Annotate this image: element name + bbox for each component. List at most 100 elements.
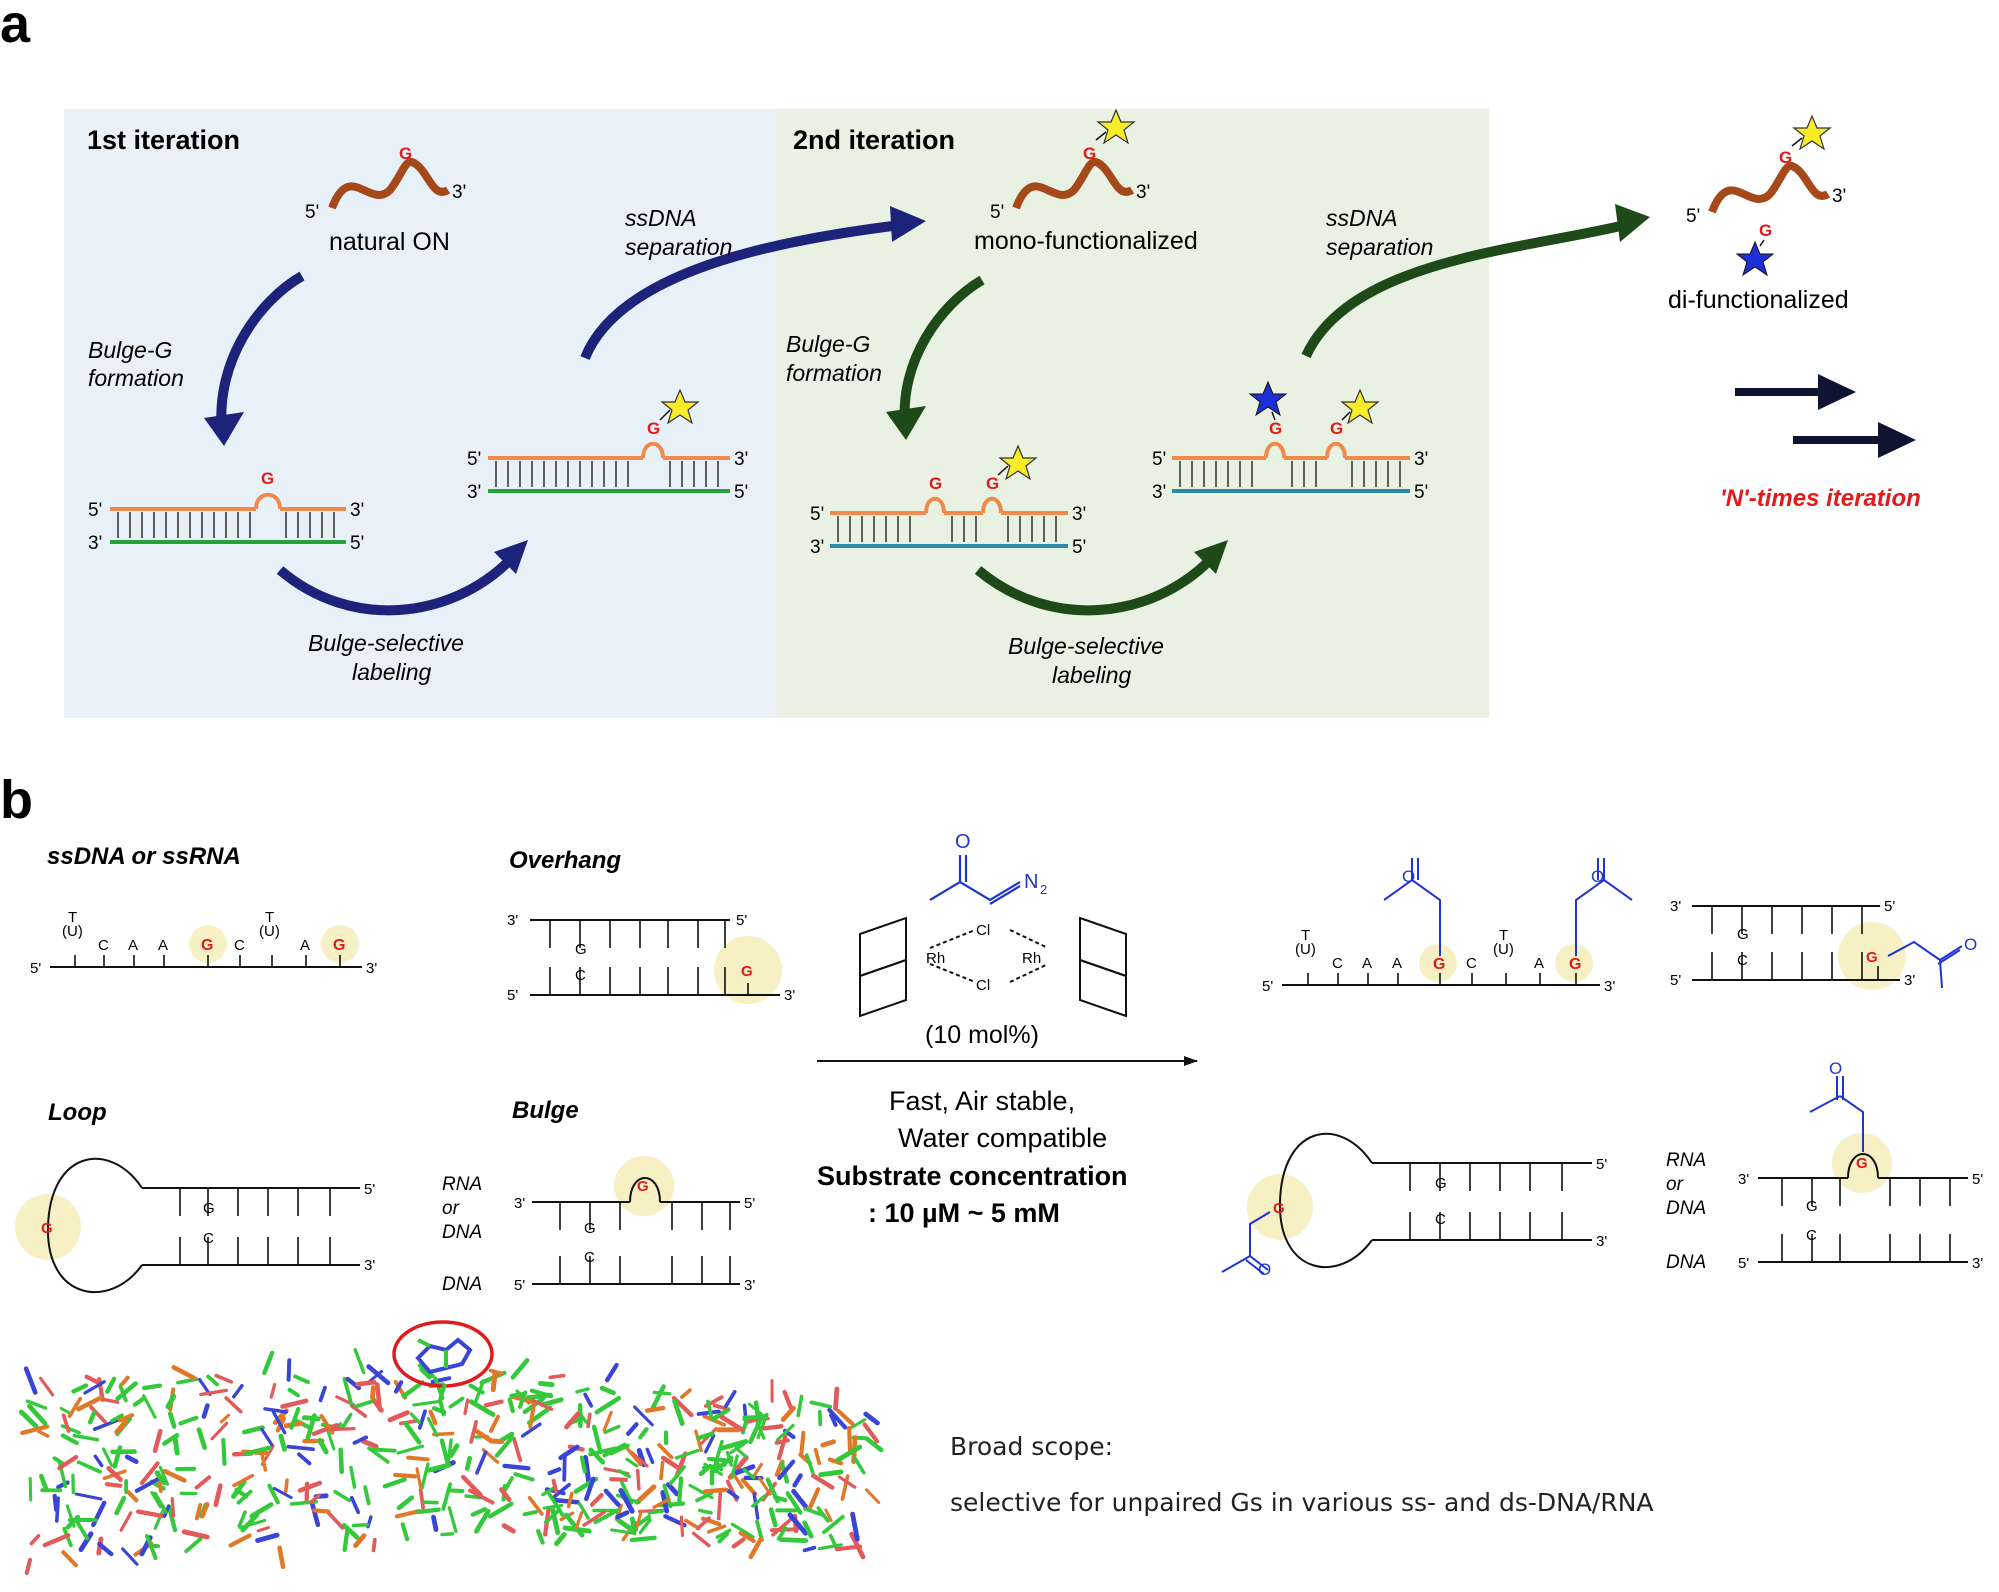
bulge-formation-label-1b: formation — [88, 365, 184, 391]
model-bond — [547, 1467, 562, 1476]
model-bond — [473, 1379, 486, 1406]
model-bond — [802, 1545, 817, 1553]
separation-arrow-1 — [580, 220, 901, 360]
model-bond — [730, 1454, 739, 1479]
model-bond — [602, 1410, 613, 1432]
model-bond — [353, 1399, 374, 1409]
model-bond — [834, 1544, 863, 1552]
product-bulge-3-top: 3' — [1738, 1171, 1749, 1188]
model-bond — [520, 1422, 542, 1438]
model-bond — [695, 1516, 711, 1531]
model-bond — [647, 1509, 664, 1515]
model-bond — [777, 1459, 796, 1481]
labeling-arrowhead-1 — [494, 540, 528, 574]
model-bond — [325, 1428, 336, 1451]
loop-5-end: 5' — [364, 1181, 375, 1198]
model-bond — [448, 1396, 465, 1409]
product-bulge-dna-bottom: DNA — [1666, 1252, 1706, 1273]
ssdna-base-6: A — [300, 937, 310, 954]
model-bond — [286, 1444, 315, 1452]
rh-left: Rh — [926, 950, 945, 967]
bulge-rna: RNA — [442, 1174, 482, 1195]
model-bond — [158, 1465, 170, 1486]
product-ss-3: 3' — [1604, 978, 1615, 995]
model-bond — [317, 1438, 329, 1455]
model-bond — [228, 1533, 252, 1548]
model-bond — [184, 1536, 203, 1554]
model-bond — [431, 1514, 439, 1532]
model-bond — [513, 1472, 535, 1482]
model-bond — [72, 1433, 100, 1442]
model-bond — [371, 1537, 377, 1553]
model-bond — [419, 1367, 432, 1380]
duplex-4-top-5: 5' — [1152, 449, 1166, 470]
natural-on-label: natural ON — [329, 228, 450, 256]
model-bond — [461, 1474, 483, 1497]
duplex-2: G 5' 3' 3' 5' — [467, 388, 748, 503]
model-bond — [420, 1462, 430, 1490]
labeling-arrowhead-2 — [1194, 540, 1228, 574]
model-bond — [695, 1491, 714, 1503]
model-bond — [417, 1409, 427, 1430]
model-bond — [517, 1390, 528, 1409]
panel-a-label: a — [0, 0, 31, 54]
model-bond — [791, 1488, 808, 1509]
model-bond — [787, 1512, 809, 1536]
model-bond — [863, 1411, 880, 1426]
model-bond — [416, 1507, 441, 1515]
overhang-title: Overhang — [509, 847, 621, 874]
bulge-3-top: 3' — [514, 1195, 525, 1212]
diazo-n-sub: 2 — [1040, 882, 1047, 897]
labeling-label-1b: labeling — [352, 659, 431, 685]
product-bulge-c: C — [1806, 1227, 1817, 1244]
model-bond — [850, 1511, 860, 1542]
duplex-4-blue-star — [1248, 380, 1288, 417]
bulge-5-bottom: 5' — [514, 1277, 525, 1294]
mono-yellow-star — [1096, 108, 1136, 145]
model-bond — [617, 1469, 631, 1479]
model-bond — [753, 1400, 761, 1420]
model-bond — [393, 1380, 404, 1394]
model-bond — [609, 1477, 628, 1482]
model-bond — [696, 1431, 715, 1441]
duplex-3-bottom-5: 5' — [1072, 537, 1086, 558]
model-bond — [694, 1429, 703, 1453]
duplex-3-g1: G — [929, 474, 942, 493]
model-bond — [293, 1374, 311, 1385]
model-bond — [326, 1510, 345, 1530]
model-bond — [711, 1407, 731, 1422]
model-bond — [415, 1467, 423, 1491]
model-bond — [719, 1439, 749, 1451]
model-bond — [201, 1403, 210, 1419]
iteration-1-panel — [64, 109, 775, 718]
model-bond — [510, 1358, 530, 1380]
model-bond — [799, 1430, 806, 1455]
model-bond — [126, 1490, 139, 1503]
bulge-or: or — [442, 1198, 460, 1219]
model-bond — [272, 1486, 293, 1500]
model-bond — [489, 1414, 500, 1433]
model-bond — [353, 1347, 366, 1375]
model-bond — [550, 1507, 561, 1535]
model-bond — [297, 1480, 323, 1493]
model-bond — [114, 1495, 127, 1516]
labeling-label-2a: Bulge-selective — [1008, 633, 1164, 659]
model-bond — [712, 1403, 728, 1411]
model-bond — [106, 1466, 123, 1482]
duplex-2-g: G — [647, 419, 660, 438]
overhang-3-bottom: 3' — [784, 987, 795, 1004]
di-5-end: 5' — [1686, 206, 1700, 227]
model-bond — [494, 1435, 515, 1458]
model-bond — [65, 1514, 81, 1530]
model-bond — [249, 1502, 274, 1519]
model-bond — [396, 1444, 425, 1455]
duplex-2-bottom-3: 3' — [467, 482, 481, 503]
duplex-2-bottom-5: 5' — [734, 482, 748, 503]
model-bond — [588, 1447, 606, 1465]
model-bond — [286, 1358, 292, 1382]
model-bond — [536, 1528, 545, 1545]
model-bond — [703, 1487, 729, 1494]
model-bond — [629, 1535, 657, 1543]
natural-on-g: G — [399, 144, 412, 163]
model-bond — [473, 1508, 491, 1534]
